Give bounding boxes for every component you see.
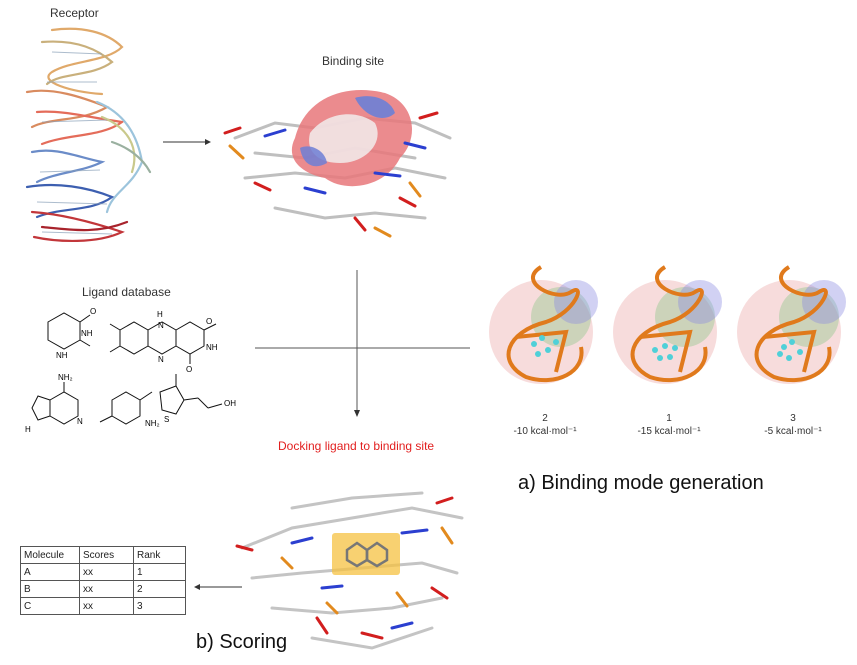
- binding-mode-3-caption: 3 -5 kcal·mol⁻¹: [743, 412, 843, 438]
- docked-complex-image: [235, 491, 464, 650]
- binding-mode-2-rank: 1: [666, 413, 672, 424]
- table-cell: B: [20, 580, 80, 598]
- receptor-structure-image: [25, 27, 152, 242]
- column-header-molecule: Molecule: [20, 546, 80, 564]
- ligand-database-label: Ligand database: [82, 285, 171, 299]
- binding-mode-1-image: [489, 265, 598, 384]
- column-header-rank: Rank: [133, 546, 186, 564]
- ligand-structures-image: NH O NH O O NH H N N NH₂ H N NH₂ S OH: [25, 307, 236, 434]
- uracil-o: O: [90, 307, 96, 316]
- table-cell: 3: [133, 597, 186, 615]
- binding-mode-3-energy: -5 kcal·mol⁻¹: [764, 426, 822, 437]
- flavin-o-2: O: [186, 365, 192, 374]
- binding-site-image: [223, 90, 452, 238]
- receptor-label: Receptor: [50, 6, 99, 20]
- binding-mode-1-energy: -10 kcal·mol⁻¹: [513, 426, 577, 437]
- adenine-h: H: [25, 425, 31, 434]
- binding-mode-2-caption: 1 -15 kcal·mol⁻¹: [619, 412, 719, 438]
- table-cell: 2: [133, 580, 186, 598]
- scoring-label: b) Scoring: [196, 631, 288, 653]
- uracil-nh-1: NH: [81, 329, 93, 338]
- table-cell: A: [20, 563, 80, 581]
- binding-mode-1-caption: 2 -10 kcal·mol⁻¹: [495, 412, 595, 438]
- thiamine-s: S: [164, 415, 169, 424]
- uracil-nh-2: NH: [56, 351, 68, 360]
- thiamine-oh: OH: [224, 399, 236, 408]
- adenine-n: N: [77, 417, 83, 426]
- flavin-n-1: N: [158, 321, 164, 330]
- table-cell: xx: [79, 597, 134, 615]
- table-cell: xx: [79, 563, 134, 581]
- binding-mode-1-rank: 2: [542, 413, 548, 424]
- binding-mode-3-rank: 3: [790, 413, 796, 424]
- binding-mode-2-image: [613, 265, 722, 384]
- binding-mode-2-energy: -15 kcal·mol⁻¹: [637, 426, 701, 437]
- adenine-nh2: NH₂: [58, 373, 73, 382]
- table-row: C xx 3: [20, 597, 186, 615]
- table-header-row: Molecule Scores Rank: [20, 546, 186, 564]
- flavin-n-h: H: [157, 310, 163, 319]
- docking-label: Docking ligand to binding site: [278, 439, 435, 453]
- arrow-receptor-to-site: [163, 139, 211, 145]
- binding-site-label: Binding site: [322, 54, 385, 68]
- thiamine-nh2: NH₂: [145, 419, 160, 428]
- table-cell: xx: [79, 580, 134, 598]
- table-row: B xx 2: [20, 580, 186, 598]
- flavin-nh: NH: [206, 343, 218, 352]
- flavin-n-2: N: [158, 355, 164, 364]
- arrow-complex-to-table: [194, 584, 242, 590]
- binding-mode-3-image: [737, 265, 846, 384]
- scores-table: Molecule Scores Rank A xx 1 B xx 2 C xx …: [20, 546, 186, 615]
- docking-arrows: [255, 270, 470, 417]
- flavin-o-1: O: [206, 317, 212, 326]
- column-header-scores: Scores: [79, 546, 134, 564]
- table-cell: 1: [133, 563, 186, 581]
- binding-mode-generation-label: a) Binding mode generation: [518, 472, 764, 494]
- table-cell: C: [20, 597, 80, 615]
- table-row: A xx 1: [20, 563, 186, 581]
